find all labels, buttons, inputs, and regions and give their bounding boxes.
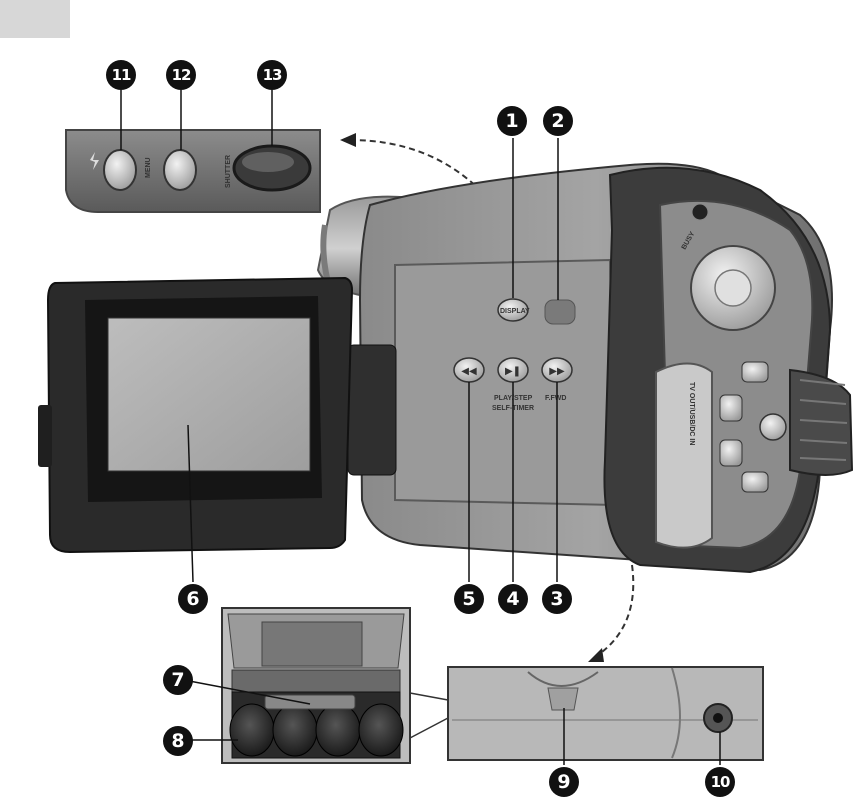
ffwd-label: F.FWD <box>545 395 566 402</box>
svg-text:▶❚: ▶❚ <box>505 366 521 377</box>
callout-6-lcd: 6 <box>178 584 208 614</box>
dashed-arrow-bottom <box>598 565 633 655</box>
lcd-panel <box>38 278 352 552</box>
callout-4-play: 4 <box>498 584 528 614</box>
callout-11-flash: 11 <box>106 60 136 90</box>
callout-3-ffwd: 3 <box>542 584 572 614</box>
bottom-inset <box>448 667 763 760</box>
shutter-label: SHUTTER <box>225 155 232 188</box>
callout-13-shutter: 13 <box>257 60 287 90</box>
lcd-screen <box>108 318 310 471</box>
menu-label: MENU <box>145 157 152 178</box>
svg-text:◀◀: ◀◀ <box>461 366 477 377</box>
callout-1-display: 1 <box>497 106 527 136</box>
dashed-arrow-top <box>350 140 482 192</box>
callout-2-speaker: 2 <box>543 106 573 136</box>
tv-out-label: TV OUT/USB/DC IN <box>688 382 695 445</box>
callout-12-menu: 12 <box>166 60 196 90</box>
display-label: DISPLAY <box>500 308 530 315</box>
callout-7-battery-contact: 7 <box>163 665 193 695</box>
camera-body: TV OUT/USB/DC IN BUSY DISPLAY ◀◀ ▶❚ ▶▶ P… <box>318 164 852 572</box>
battery-inset <box>222 608 410 763</box>
top-buttons-inset: MENU SHUTTER <box>66 130 320 212</box>
callout-10-tripod: 10 <box>705 767 735 797</box>
callout-9-battery-door: 9 <box>549 767 579 797</box>
callout-8-battery: 8 <box>163 726 193 756</box>
callout-5-rewind: 5 <box>454 584 484 614</box>
svg-text:▶▶: ▶▶ <box>549 366 565 377</box>
